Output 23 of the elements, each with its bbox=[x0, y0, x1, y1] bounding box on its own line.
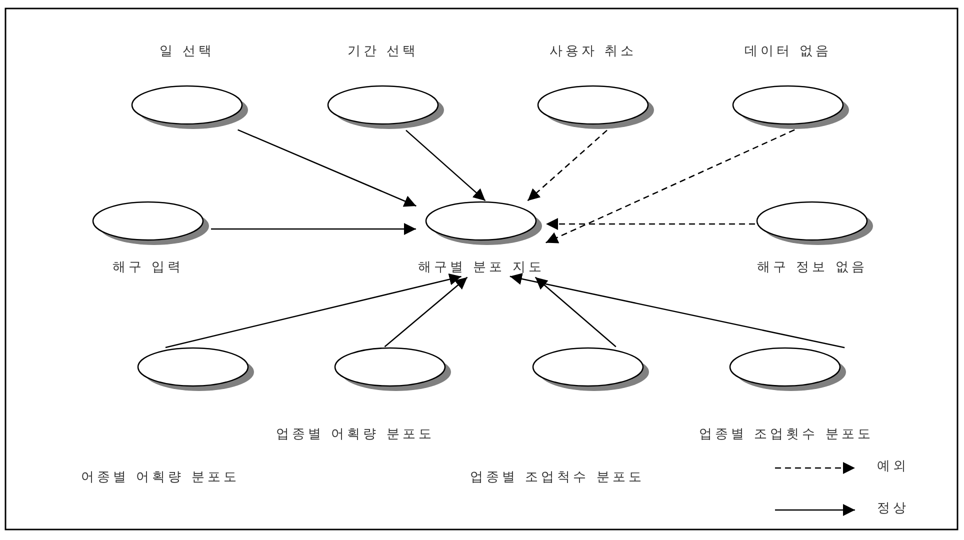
arrow bbox=[165, 273, 462, 348]
node-label: 일 선택 bbox=[160, 44, 215, 60]
arrow bbox=[211, 223, 416, 235]
node-label: 해구별 분포 지도 bbox=[418, 260, 544, 276]
legend-label: 예외 bbox=[877, 459, 909, 475]
node-label: 업종별 조업횟수 분포도 bbox=[699, 427, 874, 443]
node-label: 기간 선택 bbox=[348, 44, 419, 60]
chart-caption: 업종별 조업척수 분포도 bbox=[470, 470, 644, 486]
node-label: 사용자 취소 bbox=[550, 44, 637, 60]
arrow bbox=[510, 273, 845, 348]
legend-label: 정상 bbox=[877, 501, 909, 517]
arrow bbox=[384, 276, 468, 348]
chart-caption: 어종별 어획량 분포도 bbox=[81, 470, 240, 486]
arrow bbox=[534, 276, 616, 348]
arrow bbox=[406, 130, 486, 202]
dashed-arrow bbox=[527, 130, 608, 202]
arrow bbox=[238, 129, 416, 207]
node-label: 업종별 어획량 분포도 bbox=[276, 427, 434, 443]
node-label: 데이터 없음 bbox=[744, 44, 832, 60]
dashed-arrow bbox=[546, 218, 755, 230]
node-label: 해구 정보 없음 bbox=[757, 260, 868, 276]
node-label: 해구 입력 bbox=[112, 260, 184, 276]
dashed-arrow bbox=[546, 129, 795, 244]
